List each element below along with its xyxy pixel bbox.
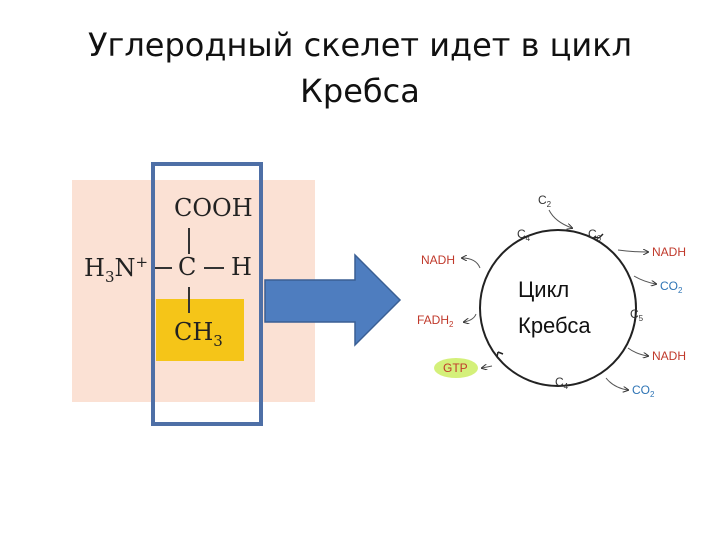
cycle-center-line1: Цикл [518,277,569,302]
amino-group: H3N+ [84,253,149,286]
cycle-arrowhead-1 [593,233,604,239]
label-nadh-left: NADH [421,253,455,267]
bond-top [188,228,190,254]
cycle-center-line2: Кребса [518,313,591,338]
title-line-1: Углеродный скелет идет в цикл [88,26,632,64]
title-line-2: Кребса [300,72,420,110]
slide-title: Углеродный скелет идет в цикл Кребса [0,22,720,114]
methyl-group: CH3 [174,318,223,350]
label-gtp: GTP [443,361,468,375]
bond-right [204,267,224,269]
bond-bottom [188,287,190,313]
label-c4-lower: C4 [555,375,569,391]
cycle-arrowhead-2 [496,351,504,358]
alpha-carbon: C [178,253,197,281]
hydrogen: H [231,253,252,281]
label-c5: C5 [630,307,644,323]
ch3-highlight [156,299,244,361]
cooh-group: COOH [174,194,253,222]
label-c2: C2 [538,193,552,209]
arrow-fadh [464,313,477,322]
arrow-nadh-rb [627,347,648,356]
krebs-circle [479,229,637,387]
arrow-co2-top [633,275,656,284]
label-nadh-right-bottom: NADH [652,349,686,363]
label-co2-top: CO2 [660,279,683,295]
arrow-gtp [482,366,493,368]
big-arrow [264,253,402,347]
label-fadh2: FADH2 [417,313,454,329]
arrow-nadh-left [462,258,481,269]
bond-left [152,267,172,269]
label-nadh-right-top: NADH [652,245,686,259]
arrow-nadh-rt [617,250,648,252]
gtp-highlight [434,358,478,378]
label-co2-bottom: CO2 [632,383,655,399]
arrow-co2-bottom [605,377,628,390]
arrow-c2-in [548,209,572,228]
label-c6: C6 [588,227,602,243]
label-c4-upper: C4 [517,227,531,243]
carbon-skeleton-frame [151,162,263,426]
